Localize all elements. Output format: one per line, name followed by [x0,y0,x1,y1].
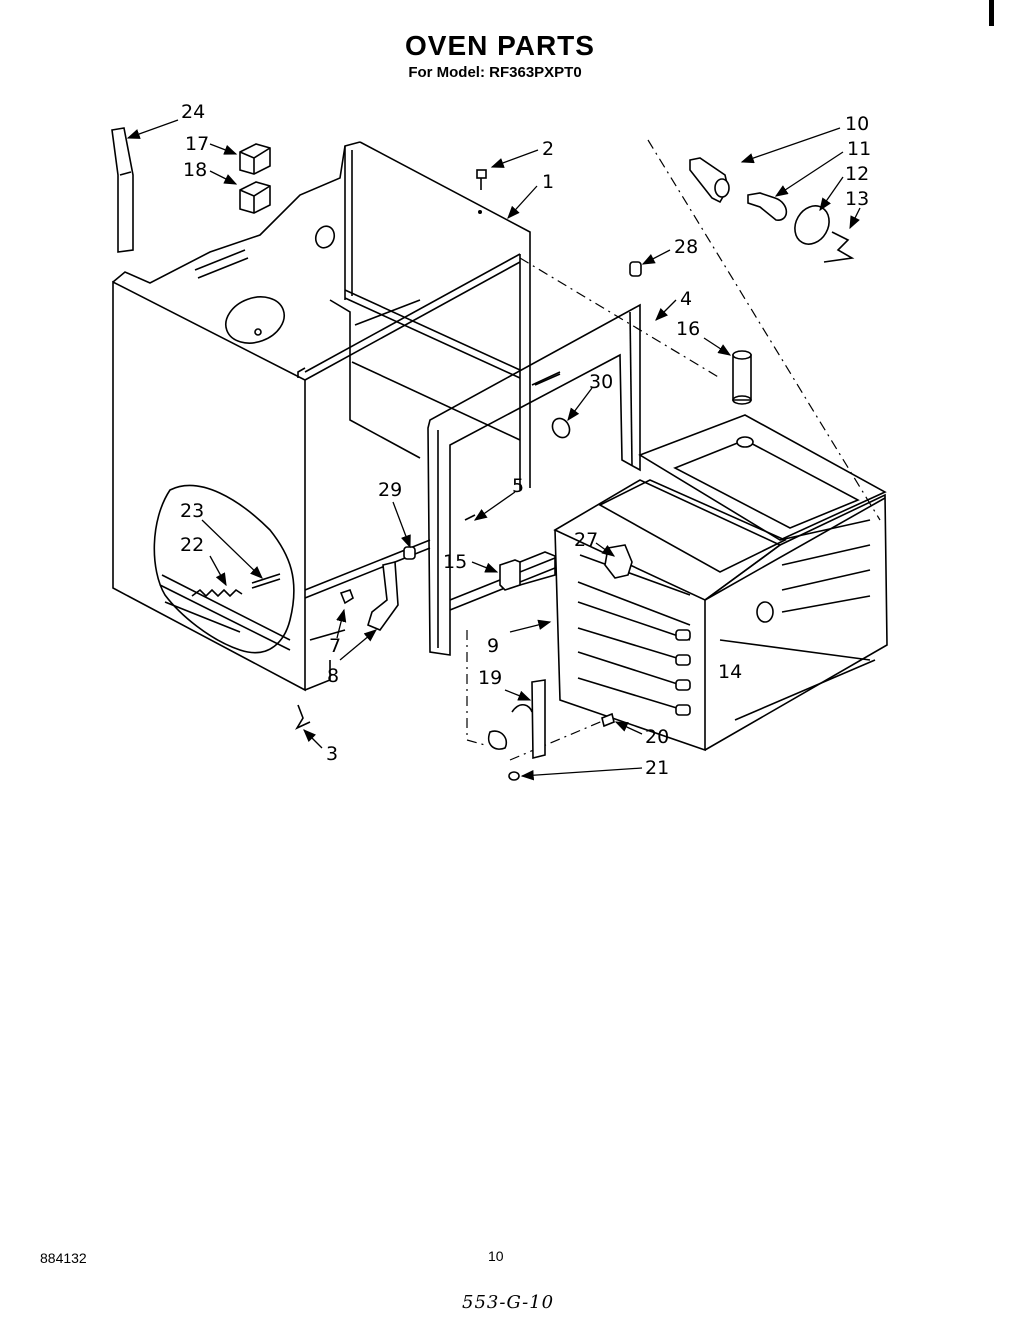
page-title: OVEN PARTS [405,30,595,61]
callout-20: 20 [645,726,669,748]
callout-12: 12 [845,163,869,185]
callout-24: 24 [181,101,205,123]
light-socket-part [689,157,730,204]
grommet-part-30 [551,417,571,439]
light-lens-part [794,205,830,245]
callout-5: 5 [512,475,524,497]
leader-arrows [126,119,861,781]
bumper-part-29 [403,546,416,560]
cabinet-body [112,141,561,692]
block-part-18 [239,181,271,214]
callout-27: 27 [574,529,598,551]
callout-19: 19 [478,667,502,689]
handwritten-code: 553-G-10 [462,1292,555,1313]
guide-line-screw [509,719,606,761]
callout-21: 21 [645,757,669,779]
callout-7: 7 [329,635,341,657]
callout-10: 10 [845,113,869,135]
callout-3: 3 [326,743,338,765]
callout-9: 9 [487,635,499,657]
screw-part-2 [476,169,487,190]
callout-22: 22 [180,534,204,556]
screw-part-20 [601,712,615,728]
hinge-part-8 [367,560,399,631]
callout-15: 15 [443,551,467,573]
spring-part-22 [191,588,243,598]
callout-18: 18 [183,159,207,181]
bracket-part-15 [499,551,556,591]
guide-line-light [647,139,881,521]
callout-13: 13 [845,188,869,210]
callout-28: 28 [674,236,698,258]
guide-line-hinge [466,630,486,746]
callout-2: 2 [542,138,554,160]
document-number: 884132 [40,1250,87,1266]
callout-16: 16 [676,318,700,340]
light-bulb-part [747,192,788,221]
vent-tube-part [732,350,752,405]
callout-23: 23 [180,500,204,522]
oven-front-frame [427,303,641,656]
corner-mark [989,0,994,26]
callout-8: 8 [327,665,339,687]
rod-part-23 [251,573,281,589]
pin-part-5 [464,514,476,521]
screw-part-3 [294,704,311,730]
callout-1: 1 [542,171,554,193]
callout-29: 29 [378,479,402,501]
guide-line-frame [519,257,721,379]
block-part-17 [239,143,271,175]
lens-clip-part [823,231,855,263]
callout-14: 14 [718,661,742,683]
callout-4: 4 [680,288,692,310]
nut-part-7 [339,588,354,605]
plug-part-28 [629,261,642,277]
oven-liner [553,414,888,752]
model-subtitle: For Model: RF363PXPT0 [408,64,582,81]
callout-30: 30 [589,371,613,393]
vent-strip-part [111,127,134,253]
hinge-part-19 [487,679,546,760]
page-number: 10 [488,1248,504,1264]
callout-11: 11 [847,138,871,160]
callout-17: 17 [185,133,209,155]
clip-part-21 [508,771,520,781]
